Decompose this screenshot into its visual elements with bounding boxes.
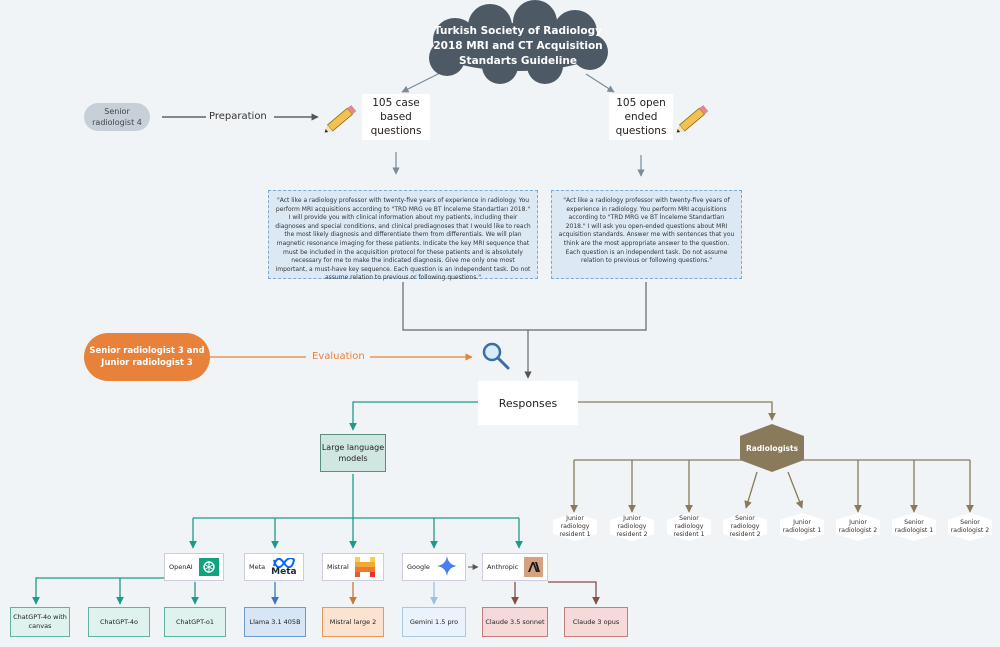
model-mistral-large: Mistral large 2 xyxy=(322,607,384,637)
pencil-icon xyxy=(324,105,357,133)
vendor-google-label: Google xyxy=(407,563,430,571)
model-gpt4o: ChatGPT-4o xyxy=(88,607,150,637)
pencil-icon xyxy=(676,105,709,133)
senior-radiologist-4-node: Senior radiologist 4 xyxy=(84,103,150,131)
radiologist-item: Junior radiologist 2 xyxy=(838,519,878,534)
vendor-mistral-label: Mistral xyxy=(327,563,349,571)
radiologist-item: Senior radiology resident 1 xyxy=(673,515,705,538)
radiologists-hexagon xyxy=(740,424,804,472)
vendor-google: Google xyxy=(402,553,466,581)
radiologist-item: Senior radiologist 1 xyxy=(894,519,934,534)
vendor-mistral: Mistral xyxy=(322,553,384,581)
model-llama: Llama 3.1 405B xyxy=(244,607,306,637)
gemini-logo-icon xyxy=(436,555,458,579)
model-gpt-o1: ChatGPT-o1 xyxy=(164,607,226,637)
evaluation-label: Evaluation xyxy=(312,351,365,362)
case-based-questions: 105 case based questions xyxy=(362,94,430,140)
model-claude-sonnet: Claude 3.5 sonnet xyxy=(482,607,548,637)
radiologists-label: Radiologists xyxy=(745,443,799,453)
anthropic-logo-icon xyxy=(524,557,543,577)
vendor-anthropic-label: Anthropic xyxy=(487,563,519,571)
radiologist-hexagons xyxy=(553,513,992,541)
radiologist-item: Senior radiologist 2 xyxy=(950,519,990,534)
open-prompt: "Act like a radiology professor with twe… xyxy=(551,190,742,279)
llm-node: Large language models xyxy=(320,434,386,472)
meta-logo-text: Meta xyxy=(271,566,297,577)
radiologist-item: Junior radiology resident 1 xyxy=(559,515,591,538)
evaluators-node: Senior radiologist 3 and Junior radiolog… xyxy=(84,333,210,381)
radiologist-item: Senior radiology resident 2 xyxy=(729,515,761,538)
mistral-logo-icon xyxy=(354,557,375,577)
vendor-meta-label: Meta xyxy=(249,563,266,571)
meta-logo-icon: Meta xyxy=(271,557,297,577)
model-gemini: Gemini 1.5 pro xyxy=(402,607,466,637)
vendor-openai: OpenAI xyxy=(164,553,224,581)
open-ended-questions: 105 open ended questions xyxy=(609,94,673,140)
case-prompt: "Act like a radiology professor with twe… xyxy=(268,190,538,281)
vendor-openai-label: OpenAI xyxy=(169,563,193,571)
cloud-icon xyxy=(429,0,608,84)
radiologist-item: Junior radiologist 1 xyxy=(782,519,822,534)
preparation-label: Preparation xyxy=(209,111,267,122)
responses-node: Responses xyxy=(478,381,578,425)
magnifier-icon xyxy=(482,342,510,370)
vendor-meta: Meta Meta xyxy=(244,553,304,581)
radiologist-item: Junior radiology resident 2 xyxy=(616,515,648,538)
guideline-title: Turkish Society of Radiology 2018 MRI an… xyxy=(433,25,603,67)
model-gpt4o-canvas: ChatGPT-4o with canvas xyxy=(10,607,70,637)
vendor-anthropic: Anthropic xyxy=(482,553,548,581)
model-claude-opus: Claude 3 opus xyxy=(564,607,628,637)
openai-logo-icon xyxy=(198,558,219,576)
